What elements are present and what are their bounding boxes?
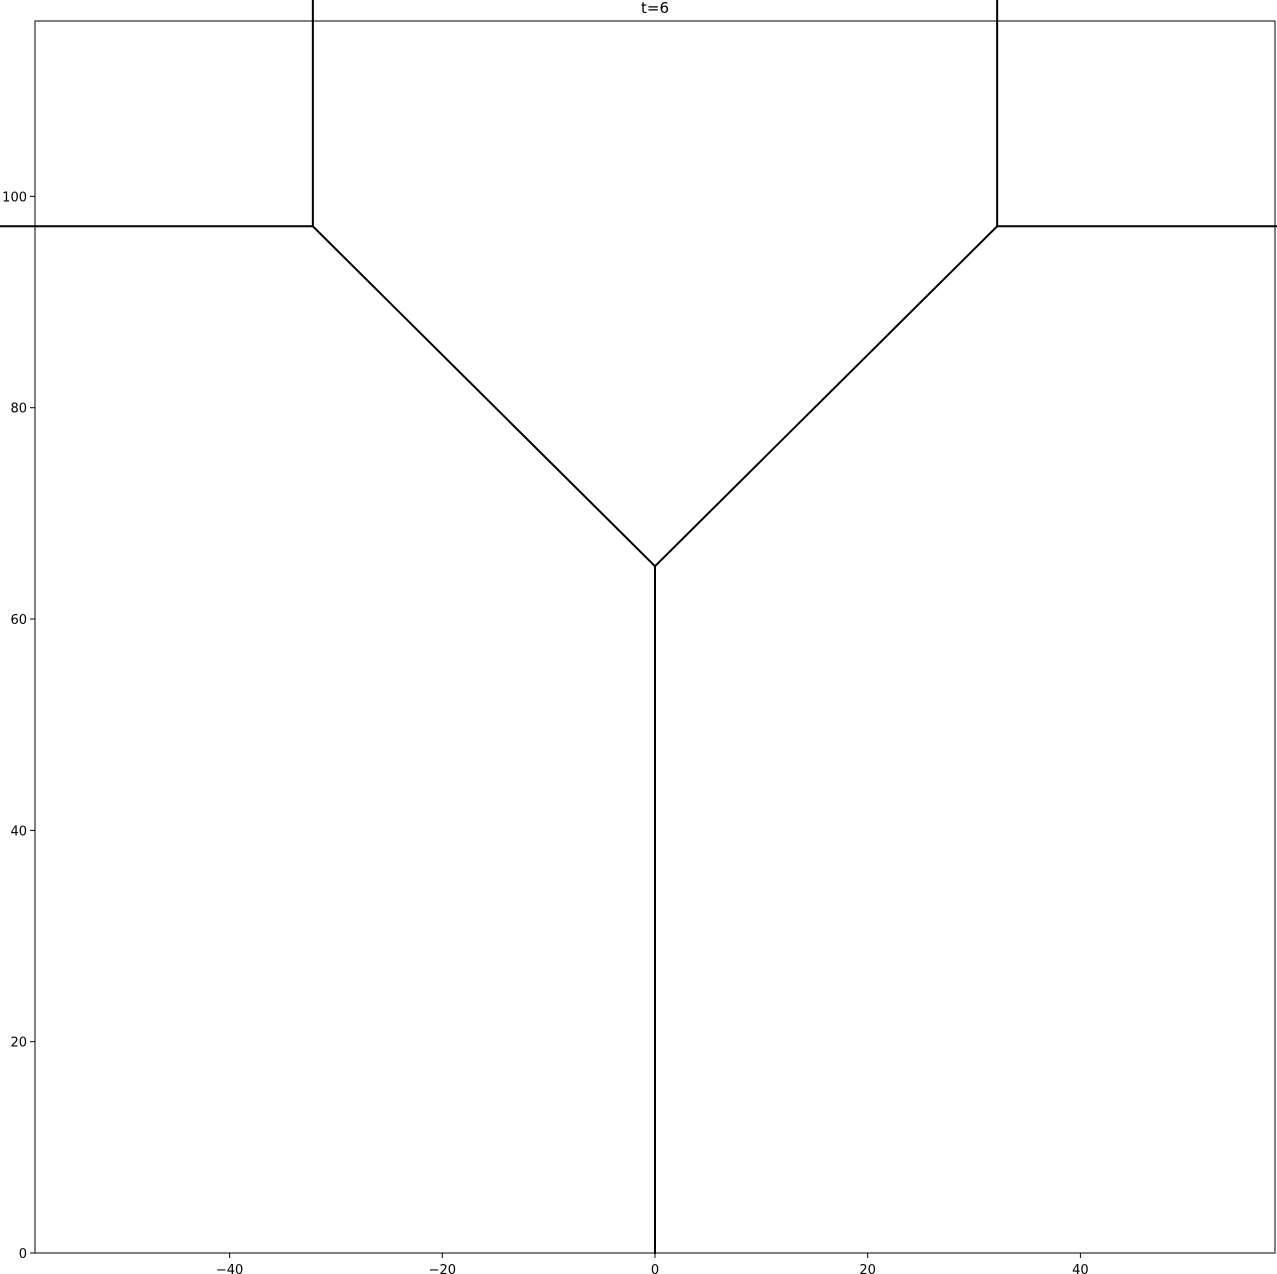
tree-branch-level-1 xyxy=(311,224,657,568)
y-tick-label: 40 xyxy=(10,824,27,839)
chart-title: t=6 xyxy=(641,0,669,17)
y-tick-label: 100 xyxy=(2,190,27,205)
x-tick-label: 20 xyxy=(859,1263,876,1274)
y-tick-label: 80 xyxy=(10,402,27,417)
x-tick-label: 40 xyxy=(1072,1263,1089,1274)
x-tick-label: −40 xyxy=(216,1263,243,1274)
y-tick-label: 0 xyxy=(19,1247,27,1262)
x-tick-label: −20 xyxy=(429,1263,456,1274)
y-axis: 0 20 40 60 80 100 xyxy=(2,190,35,1262)
tree-branch-level-1 xyxy=(653,224,999,568)
x-tick-label: 0 xyxy=(651,1263,659,1274)
y-tick-label: 20 xyxy=(10,1036,27,1051)
x-axis: −40 −20 0 20 40 xyxy=(216,1253,1089,1274)
y-tick-label: 60 xyxy=(10,613,27,628)
